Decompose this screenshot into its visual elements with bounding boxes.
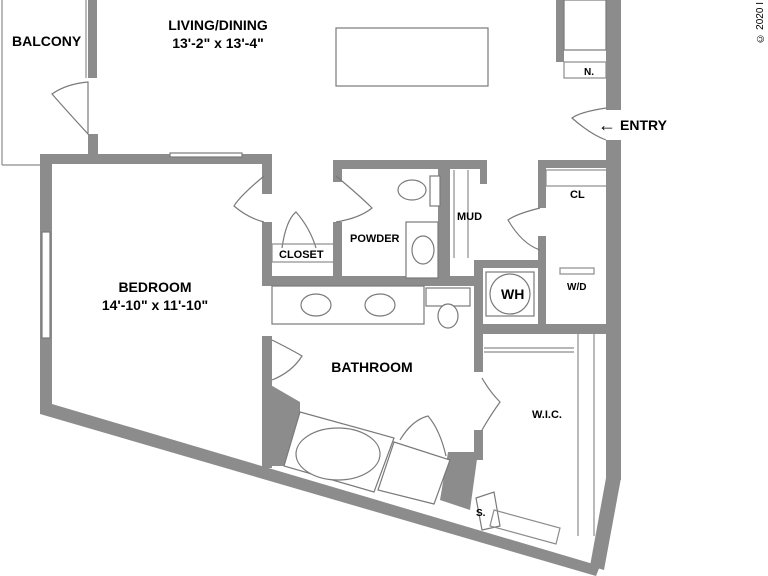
label-s: S. bbox=[476, 508, 486, 519]
closets bbox=[271, 169, 609, 263]
copyright-text: © 2020 I bbox=[755, 2, 766, 44]
label-powder: POWDER bbox=[350, 233, 400, 245]
label-mud: MUD bbox=[457, 211, 482, 223]
bathroom-fixtures bbox=[271, 285, 574, 505]
label-bathroom: BATHROOM bbox=[331, 359, 412, 375]
walls bbox=[40, 0, 621, 576]
sink-right bbox=[364, 293, 396, 317]
labels: BALCONY LIVING/DINING 13'-2" x 13'-4" ← … bbox=[12, 17, 668, 519]
bedroom-window bbox=[41, 231, 51, 339]
living-furniture bbox=[169, 0, 607, 158]
powder-fixtures bbox=[397, 179, 439, 279]
balcony-area bbox=[1, 0, 97, 166]
toilet-powder bbox=[397, 179, 427, 201]
entry-arrow: ← bbox=[598, 115, 616, 135]
label-n: N. bbox=[584, 67, 594, 78]
label-balcony: BALCONY bbox=[12, 33, 82, 49]
label-entry: ENTRY bbox=[620, 117, 668, 133]
label-bedroom-size: 14'-10" x 11'-10" bbox=[102, 297, 208, 313]
dining-table bbox=[335, 27, 489, 87]
sink-powder bbox=[411, 235, 435, 265]
label-wic: W.I.C. bbox=[532, 409, 562, 421]
label-bedroom: BEDROOM bbox=[118, 279, 191, 295]
doors bbox=[51, 81, 607, 457]
label-wh: WH bbox=[501, 286, 524, 302]
label-living-dining: LIVING/DINING bbox=[168, 17, 268, 33]
label-living-dining-size: 13'-2" x 13'-4" bbox=[172, 35, 264, 51]
wic-fixtures bbox=[475, 334, 595, 545]
label-cl: CL bbox=[570, 189, 585, 201]
toilet-bath bbox=[437, 303, 459, 329]
shower bbox=[377, 441, 451, 505]
sink-left bbox=[300, 293, 332, 317]
vanity-counter bbox=[271, 285, 425, 325]
label-closet: CLOSET bbox=[279, 249, 324, 261]
label-wd: W/D bbox=[567, 282, 586, 293]
utility-fixtures bbox=[485, 267, 595, 317]
n-closet-shelf bbox=[563, 0, 607, 51]
